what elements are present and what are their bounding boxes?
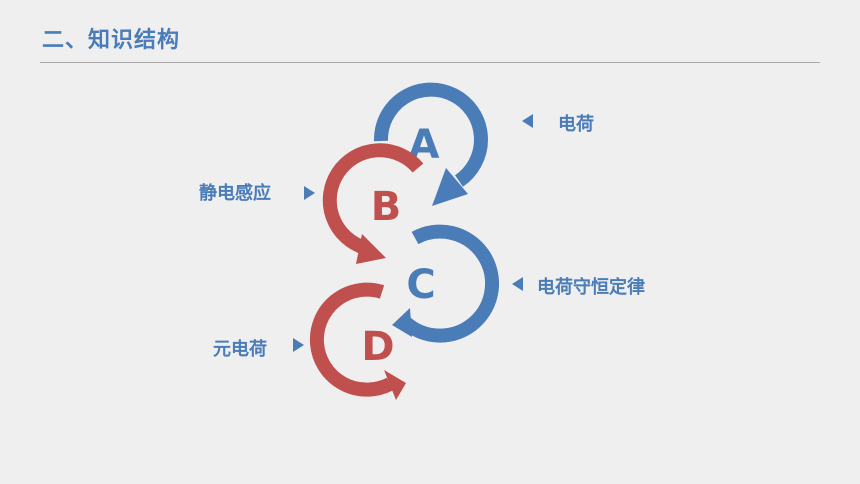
node-b-arrowhead [356,234,386,264]
title-divider [40,62,820,63]
label-a: 电荷 [558,114,594,135]
node-c-arrowhead [392,308,412,337]
label-c: 电荷守恒定律 [537,277,645,298]
node-d-arc [309,282,394,397]
page-title: 二、知识结构 [42,28,181,53]
node-d: D [309,282,406,400]
pointer-a-icon [522,114,533,128]
node-b-arc [322,143,424,255]
node-d-arrowhead [384,370,406,400]
node-a-arc [373,82,488,187]
node-b: B [322,143,424,264]
node-b-letter: B [371,184,402,230]
pointer-c-icon [512,277,523,291]
pointer-d-icon [293,338,304,352]
node-c-arc [400,224,500,343]
node-c-letter: C [406,262,435,308]
node-a-arrowhead [432,168,468,206]
node-d-letter: D [361,324,394,370]
label-b: 静电感应 [199,183,271,204]
node-c: C [392,224,500,343]
pointer-b-icon [304,186,315,200]
label-d: 元电荷 [213,339,267,360]
